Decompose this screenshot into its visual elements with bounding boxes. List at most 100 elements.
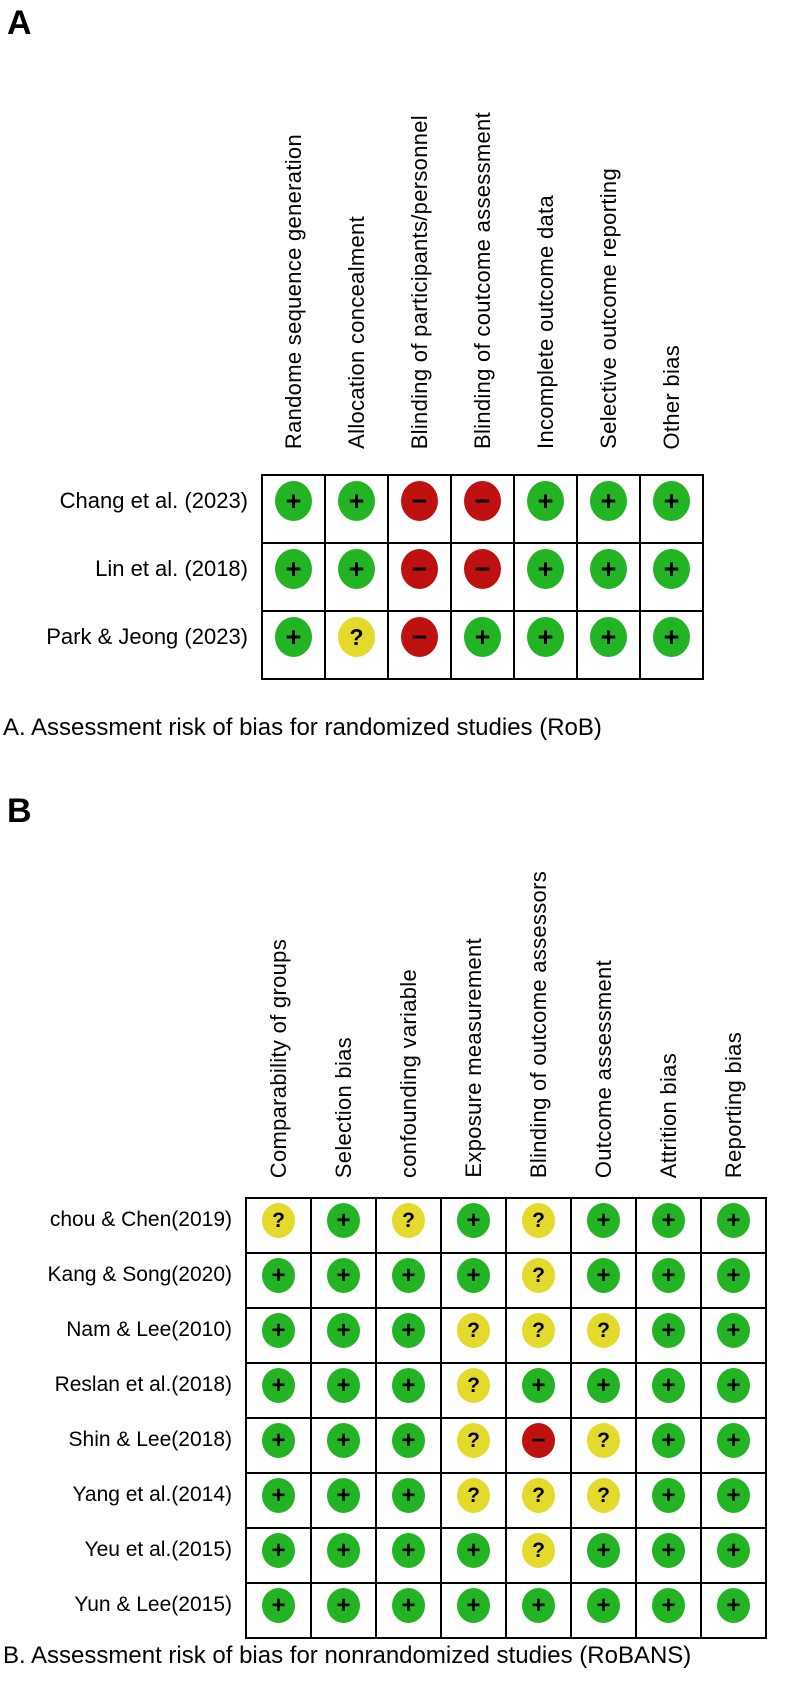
judgement-cell: + xyxy=(635,1417,702,1474)
table-row: Yang et al.(2014)+++???++ xyxy=(0,1472,767,1529)
judgement-cell: + xyxy=(505,1582,572,1639)
judgement-cell: + xyxy=(576,542,641,612)
corner-spacer xyxy=(0,848,246,1198)
question-circle-icon: ? xyxy=(522,1313,555,1348)
column-header: Blinding of participants/personnel xyxy=(406,114,432,449)
panel-a-letter: A xyxy=(7,4,32,42)
study-label: Nam & Lee(2010) xyxy=(66,1318,232,1341)
minus-circle-icon: − xyxy=(464,549,501,589)
judgement-cell: + xyxy=(639,542,704,612)
judgement-cell: + xyxy=(639,610,704,680)
plus-circle-icon: + xyxy=(527,481,564,521)
column-header-cell: Selective outcome reporting xyxy=(577,55,640,475)
plus-circle-icon: + xyxy=(653,481,690,521)
plus-circle-icon: + xyxy=(652,1313,685,1348)
column-header: Other bias xyxy=(658,344,684,450)
judgement-cell: + xyxy=(375,1307,442,1364)
plus-circle-icon: + xyxy=(653,549,690,589)
judgement-cell: ? xyxy=(505,1252,572,1309)
judgement-cell: + xyxy=(513,542,578,612)
plus-circle-icon: + xyxy=(652,1258,685,1293)
plus-circle-icon: + xyxy=(338,549,375,589)
judgement-cell: + xyxy=(245,1307,312,1364)
judgement-cell: + xyxy=(310,1417,377,1474)
plus-circle-icon: + xyxy=(717,1368,750,1403)
judgement-cell: + xyxy=(261,474,326,544)
plus-circle-icon: + xyxy=(652,1478,685,1513)
judgement-cell: + xyxy=(324,542,389,612)
judgement-cell: + xyxy=(261,542,326,612)
judgement-cell: + xyxy=(700,1417,767,1474)
judgement-cell: + xyxy=(245,1252,312,1309)
column-header: Incomplete outcome data xyxy=(532,195,558,449)
plus-circle-icon: + xyxy=(717,1258,750,1293)
judgement-cell: ? xyxy=(375,1197,442,1254)
question-circle-icon: ? xyxy=(587,1423,620,1458)
minus-circle-icon: − xyxy=(464,481,501,521)
plus-circle-icon: + xyxy=(262,1258,295,1293)
judgement-cell: + xyxy=(310,1527,377,1584)
plus-circle-icon: + xyxy=(717,1313,750,1348)
judgement-cell: − xyxy=(387,610,452,680)
judgement-cell: + xyxy=(570,1362,637,1419)
column-header-cell: Comparability of groups xyxy=(246,848,311,1198)
question-circle-icon: ? xyxy=(522,1258,555,1293)
plus-circle-icon: + xyxy=(327,1588,360,1623)
judgement-cell: + xyxy=(310,1472,377,1529)
plus-circle-icon: + xyxy=(717,1588,750,1623)
plus-circle-icon: + xyxy=(327,1313,360,1348)
study-label: Reslan et al.(2018) xyxy=(54,1373,232,1396)
study-label: chou & Chen(2019) xyxy=(49,1208,232,1231)
study-label: Lin et al. (2018) xyxy=(95,556,248,581)
study-label: Yeu et al.(2015) xyxy=(84,1538,232,1561)
judgement-cell: ? xyxy=(440,1362,507,1419)
judgement-cell: + xyxy=(635,1252,702,1309)
question-circle-icon: ? xyxy=(522,1203,555,1238)
column-header-cell: Attrition bias xyxy=(636,848,701,1198)
judgement-cell: + xyxy=(440,1527,507,1584)
table-row: Yeu et al.(2015)++++?+++ xyxy=(0,1527,767,1584)
panel-a-caption: A. Assessment risk of bias for randomize… xyxy=(3,714,602,741)
plus-circle-icon: + xyxy=(653,617,690,657)
judgement-cell: + xyxy=(324,474,389,544)
plus-circle-icon: + xyxy=(527,549,564,589)
column-header: Randome sequence generation xyxy=(280,133,306,449)
column-header: Reporting bias xyxy=(720,1031,746,1178)
judgement-cell: ? xyxy=(570,1307,637,1364)
judgement-cell: + xyxy=(375,1362,442,1419)
plus-circle-icon: + xyxy=(590,481,627,521)
plus-circle-icon: + xyxy=(590,617,627,657)
judgement-cell: + xyxy=(375,1252,442,1309)
plus-circle-icon: + xyxy=(275,617,312,657)
judgement-cell: + xyxy=(635,1197,702,1254)
judgement-cell: ? xyxy=(440,1417,507,1474)
judgement-cell: + xyxy=(700,1472,767,1529)
judgement-cell: + xyxy=(576,474,641,544)
question-circle-icon: ? xyxy=(522,1478,555,1513)
column-header: confounding variable xyxy=(395,968,421,1178)
study-label: Shin & Lee(2018) xyxy=(68,1428,232,1451)
column-header-cell: Blinding of outcome assessors xyxy=(506,848,571,1198)
judgement-cell: ? xyxy=(505,1197,572,1254)
plus-circle-icon: + xyxy=(590,549,627,589)
column-header-cell: Reporting bias xyxy=(701,848,766,1198)
judgement-cell: + xyxy=(440,1197,507,1254)
plus-circle-icon: + xyxy=(327,1203,360,1238)
judgement-cell: + xyxy=(513,610,578,680)
plus-circle-icon: + xyxy=(587,1203,620,1238)
plus-circle-icon: + xyxy=(457,1588,490,1623)
judgement-cell: + xyxy=(310,1197,377,1254)
judgement-cell: − xyxy=(450,542,515,612)
judgement-cell: ? xyxy=(505,1472,572,1529)
judgement-cell: − xyxy=(387,542,452,612)
judgement-cell: + xyxy=(245,1582,312,1639)
plus-circle-icon: + xyxy=(522,1368,555,1403)
judgement-cell: + xyxy=(513,474,578,544)
plus-circle-icon: + xyxy=(587,1368,620,1403)
judgement-cell: + xyxy=(245,1362,312,1419)
judgement-cell: + xyxy=(440,1252,507,1309)
judgement-cell: + xyxy=(570,1527,637,1584)
